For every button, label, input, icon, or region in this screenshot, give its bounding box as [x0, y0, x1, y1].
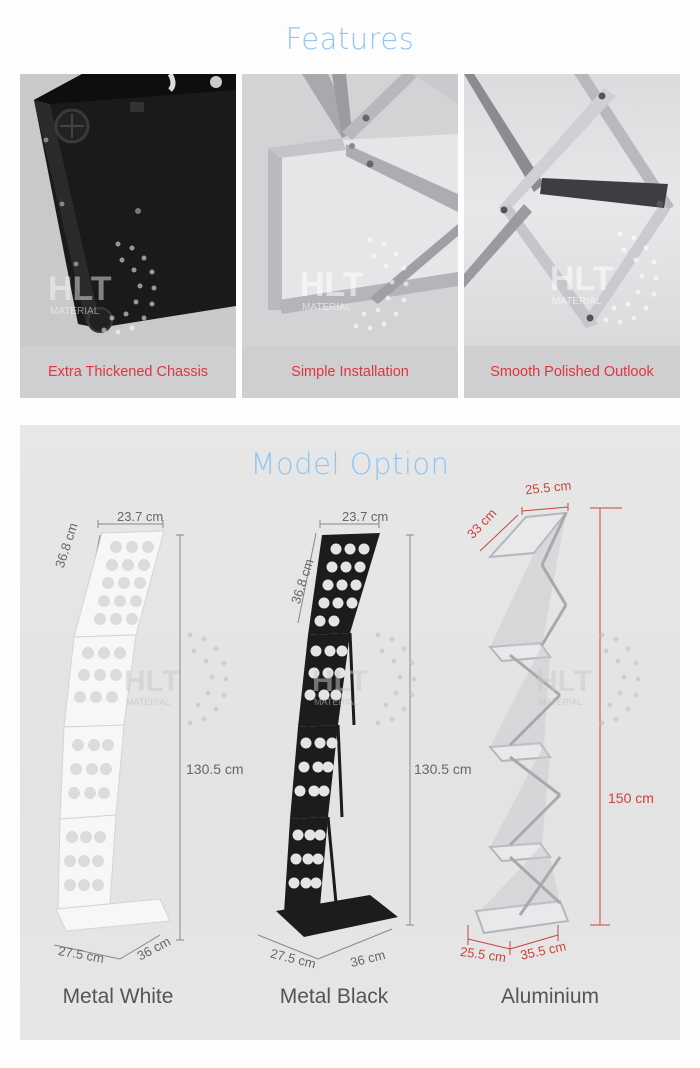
dimension-height: 130.5 cm: [414, 761, 472, 777]
white-stand-illustration: [53, 520, 184, 960]
hlt-watermark: HLT MATERIAL: [308, 625, 428, 739]
svg-text:MATERIAL: MATERIAL: [302, 302, 352, 313]
model-name: Metal White: [62, 985, 174, 1008]
model-option-panel: Model Option: [20, 425, 680, 1040]
black-chassis-image: [20, 74, 236, 346]
svg-text:HLT: HLT: [124, 665, 180, 698]
model-metal-white: 23.7 cm 36.8 cm 130.5 cm 27.5 cm 36 cm M…: [20, 425, 244, 1040]
model-name: Aluminium: [500, 985, 600, 1008]
svg-text:HLT: HLT: [312, 665, 368, 698]
feature-label: Extra Thickened Chassis: [47, 364, 209, 380]
dimension-top-width: 23.7 cm: [342, 509, 389, 524]
black-stand-illustration: [257, 520, 414, 960]
aluminium-stand-illustration: [467, 503, 622, 955]
hlt-watermark: HLT MATERIAL: [532, 625, 652, 739]
hlt-watermark: HLT MATERIAL: [120, 625, 240, 739]
model-aluminium: 25.5 cm 33 cm 150 cm 25.5 cm 35.5 cm Alu…: [450, 425, 680, 1040]
svg-text:HLT: HLT: [48, 270, 112, 308]
svg-text:HLT: HLT: [550, 260, 614, 298]
scissor-frame-image: [464, 74, 680, 346]
svg-text:MATERIAL: MATERIAL: [314, 697, 358, 707]
hlt-watermark: HLT MATERIAL: [550, 224, 660, 338]
svg-text:MATERIAL: MATERIAL: [126, 697, 170, 707]
dimension-height: 130.5 cm: [186, 761, 244, 777]
hlt-watermark: HLT MATERIAL: [48, 234, 158, 348]
feature-card-outlook: HLT MATERIAL Smooth Polished Outlook: [464, 74, 680, 398]
feature-card-installation: HLT MATERIAL Simple Installation: [242, 74, 458, 398]
feature-label: Smooth Polished Outlook: [490, 364, 654, 380]
dimension-height: 150 cm: [608, 790, 654, 806]
aluminium-hinge-image: [242, 74, 458, 346]
feature-label: Simple Installation: [291, 364, 409, 380]
model-metal-black: 23.7 cm 36.8 cm 130.5 cm 27.5 cm 36 cm M…: [240, 425, 472, 1040]
svg-text:MATERIAL: MATERIAL: [50, 306, 100, 317]
svg-text:HLT: HLT: [300, 266, 364, 304]
model-name: Metal Black: [279, 985, 389, 1008]
svg-text:HLT: HLT: [536, 665, 592, 698]
svg-text:MATERIAL: MATERIAL: [538, 697, 582, 707]
features-heading: Features: [285, 22, 415, 56]
svg-text:MATERIAL: MATERIAL: [552, 296, 602, 307]
feature-card-chassis: HLT MATERIAL Extra Thickened Chassis: [20, 74, 236, 398]
dimension-top-width: 23.7 cm: [117, 509, 164, 524]
model-option-heading: Model Option: [250, 447, 450, 481]
hlt-watermark: HLT MATERIAL: [300, 230, 410, 344]
